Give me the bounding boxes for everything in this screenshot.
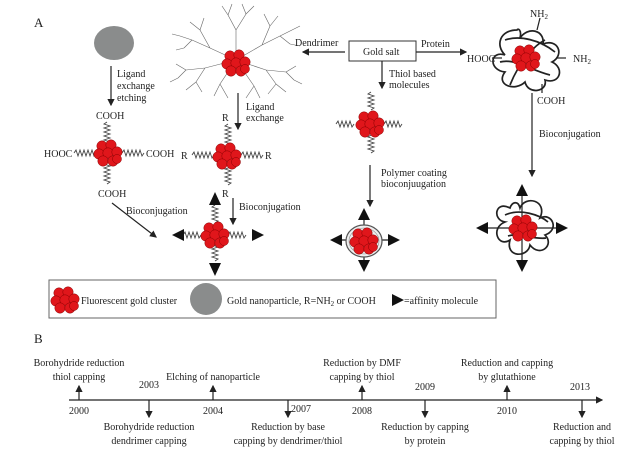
label-bioconjugation-2: Bioconjugation <box>239 202 301 213</box>
timeline-year: 2008 <box>352 406 372 417</box>
timeline-event-text: capping by dendrimer/thiol <box>234 436 343 447</box>
label-exchange: exchange <box>117 81 155 92</box>
timeline-event-text: Reduction by base <box>251 422 325 433</box>
timeline-event-text: thiol capping <box>53 372 106 383</box>
timeline-year: 2009 <box>415 382 435 393</box>
gold-salt-label: Gold salt <box>363 47 400 58</box>
label-dendrimer: Dendrimer <box>295 38 339 49</box>
timeline-year: 2010 <box>497 406 517 417</box>
label-bioconjugation-1: Bioconjugation <box>126 206 188 217</box>
timeline-event-text: Elching of nanoparticle <box>166 372 260 383</box>
timeline-event-text: Reduction and <box>553 422 611 433</box>
cooh-cluster <box>73 121 145 185</box>
bioconjugated-protein-cluster <box>476 184 568 272</box>
legend-affinity-label: =affinity molecule <box>404 296 479 307</box>
label-r-top: R <box>222 113 229 124</box>
timeline-event-text: capping by thiol <box>550 436 615 447</box>
label-hooc-protein: HOOC <box>467 54 496 65</box>
timeline-event-2000: 2000 Borohydride reduction thiol capping <box>34 358 125 417</box>
label-bioconjuugation: bioconjuugation <box>381 179 446 190</box>
label-cooh-right: COOH <box>146 149 174 160</box>
timeline-year: 2007 <box>291 404 311 415</box>
timeline-event-text: Reduction and capping <box>461 358 553 369</box>
dendrimer <box>169 3 303 99</box>
label-ligand: Ligand <box>117 69 145 80</box>
label-thiol-1: Thiol based <box>389 69 436 80</box>
thiol-cluster <box>335 91 403 154</box>
legend-box <box>48 279 497 319</box>
panel-a-label: A <box>34 15 44 30</box>
bioconjugated-cluster-1 <box>172 192 264 276</box>
label-r-left: R <box>181 151 188 162</box>
label-nh2-top: NH2 <box>530 9 548 21</box>
label-etching: etching <box>117 93 146 104</box>
timeline-year: 2004 <box>203 406 223 417</box>
timeline-event-2010: 2010 Reduction and capping by glutathione <box>461 358 553 417</box>
legend-nanoparticle-label: Gold nanoparticle, R=NH2 or COOH <box>227 296 376 308</box>
label-cooh-top: COOH <box>96 111 124 122</box>
label-nh2-right: NH2 <box>573 54 591 66</box>
label-r-right: R <box>265 151 272 162</box>
timeline-event-2004: 2004 Elching of nanoparticle <box>166 372 260 417</box>
gold-nanoparticle <box>94 26 134 60</box>
timeline-event-text: Reduction by DMF <box>323 358 401 369</box>
protein-cluster <box>492 17 566 93</box>
timeline-event-text: by protein <box>405 436 446 447</box>
arrow-bioconjugation-left <box>111 202 157 238</box>
label-r-bottom: R <box>222 189 229 200</box>
label-protein: Protein <box>421 39 450 50</box>
legend-cluster-label: Fluorescent gold cluster <box>81 296 178 307</box>
label-cooh-protein: COOH <box>537 96 565 107</box>
label-bioconjugation-3: Bioconjugation <box>539 129 601 140</box>
label-polymer-coating: Polymer coating <box>381 168 447 179</box>
timeline-event-2008: 2008 Reduction by DMF capping by thiol <box>323 358 401 417</box>
timeline-year: 2000 <box>69 406 89 417</box>
label-ligand-2: Ligand <box>246 102 274 113</box>
panel-b-label: B <box>34 331 43 346</box>
timeline-event-text: dendrimer capping <box>111 436 186 447</box>
timeline-year: 2013 <box>570 382 590 393</box>
timeline-year: 2003 <box>139 380 159 391</box>
timeline-event-text: by glutathione <box>478 372 536 383</box>
polymer-coated-cluster <box>330 208 400 272</box>
timeline-event-text: capping by thiol <box>330 372 395 383</box>
timeline-event-text: Borohydride reduction <box>34 358 125 369</box>
r-cluster <box>191 123 264 186</box>
label-exchange-2: exchange <box>246 113 284 124</box>
label-hooc-left: HOOC <box>44 149 73 160</box>
label-thiol-2: molecules <box>389 80 430 91</box>
timeline-event-text: Reduction by capping <box>381 422 469 433</box>
timeline-event-text: Borohydride reduction <box>104 422 195 433</box>
legend-nanoparticle-icon <box>190 283 222 315</box>
label-cooh-bottom: COOH <box>98 189 126 200</box>
legend-affinity-icon <box>392 294 404 306</box>
